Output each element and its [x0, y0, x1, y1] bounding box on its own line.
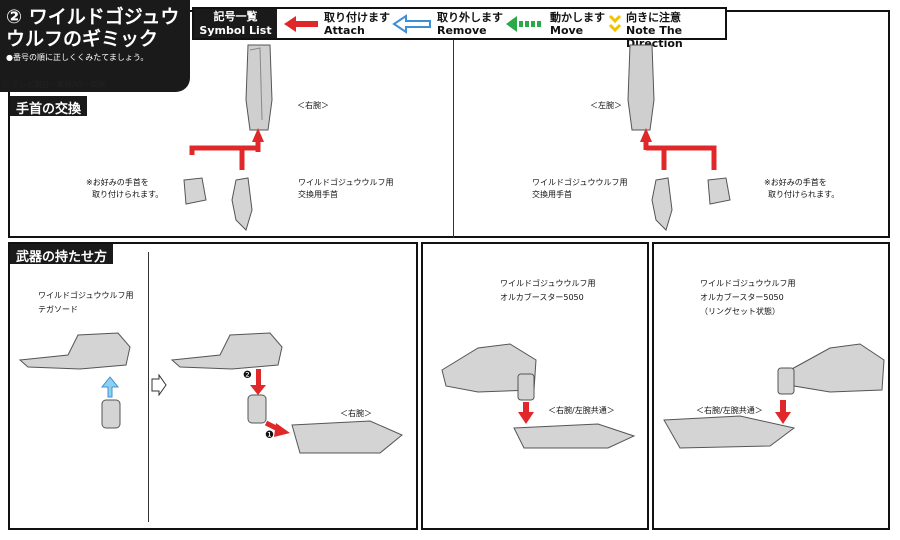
step-1-marker: ❶ — [265, 430, 274, 441]
blue-outline-arrow-icon — [392, 14, 431, 34]
panel4-line2: オルカブースター5050 — [700, 293, 784, 302]
left-note-line2: 取り付けられます。 — [92, 190, 164, 199]
right-note-line1: ※お好みの手首を — [764, 178, 827, 187]
right-arm-hand-swap-illustration — [183, 44, 273, 231]
right-part-line1: ワイルドゴジュウウルフ用 — [532, 178, 628, 187]
weapon-divider — [148, 252, 149, 522]
weapon-part-line1: ワイルドゴジュウウルフ用 — [38, 291, 134, 300]
legend-remove: 取り外します Remove — [437, 11, 503, 37]
orca-booster-ring-illustration — [663, 343, 885, 449]
orca-booster-right-illustration — [441, 343, 636, 449]
right-arm-label: ＜右腕＞ — [297, 101, 329, 110]
hand-swap-heading: 手首の交換 — [10, 96, 88, 117]
legend-heading-jp: 記号一覧 — [213, 10, 258, 23]
left-part-line1: ワイルドゴジュウウルフ用 — [298, 178, 394, 187]
legend-attach: 取り付けます Attach — [324, 11, 390, 37]
right-note-line2: 取り付けられます。 — [768, 190, 840, 199]
next-step-arrow-icon — [151, 374, 167, 396]
panel4-arm-label: ＜右腕/左腕共通＞ — [696, 406, 763, 415]
page-title-line2: ウルフのギミック — [6, 28, 159, 50]
symbol-legend: 記号一覧 Symbol List 取り付けます Attach 取り外します Re… — [192, 7, 727, 50]
panel3-line2: オルカブースター5050 — [500, 293, 584, 302]
weapon-right-arm-label: ＜右腕＞ — [340, 409, 372, 418]
panel4-line3: （リングセット状態） — [700, 307, 780, 316]
yellow-double-chevron-icon — [608, 14, 622, 33]
red-arrow-icon — [284, 16, 318, 32]
tegasword-illustration — [18, 332, 131, 429]
left-note-line1: ※お好みの手首を — [86, 178, 149, 187]
panel3-arm-label: ＜右腕/左腕共通＞ — [548, 406, 615, 415]
copyright: Ⓒ テレビ朝日・東映AG・東映 — [2, 80, 106, 89]
instruction-note: ●番号の順に正しくくみたてましょう。 — [6, 53, 149, 62]
legend-move: 動かします Move — [550, 11, 605, 37]
left-arm-hand-swap-illustration — [627, 44, 731, 231]
page-title-line1: ② ワイルドゴジュウ — [6, 6, 180, 28]
legend-heading-en: Symbol List — [199, 24, 272, 37]
hand-weapon-attach-illustration — [170, 332, 403, 454]
title-block: ② ワイルドゴジュウ ウルフのギミック ●番号の順に正しくくみたてましょう。 — [0, 0, 190, 92]
panel4-line1: ワイルドゴジュウウルフ用 — [700, 279, 796, 288]
legend-heading: 記号一覧 Symbol List — [194, 9, 277, 38]
left-part-line2: 交換用手首 — [298, 190, 338, 199]
green-dashed-arrow-icon — [506, 16, 541, 32]
weapon-part-line2: テガソード — [38, 305, 78, 314]
weapon-heading: 武器の持たせ方 — [10, 244, 114, 265]
step-2-marker: ❷ — [243, 370, 252, 381]
panel3-line1: ワイルドゴジュウウルフ用 — [500, 279, 596, 288]
divider — [453, 40, 454, 238]
right-part-line2: 交換用手首 — [532, 190, 572, 199]
left-arm-label: ＜左腕＞ — [590, 101, 622, 110]
